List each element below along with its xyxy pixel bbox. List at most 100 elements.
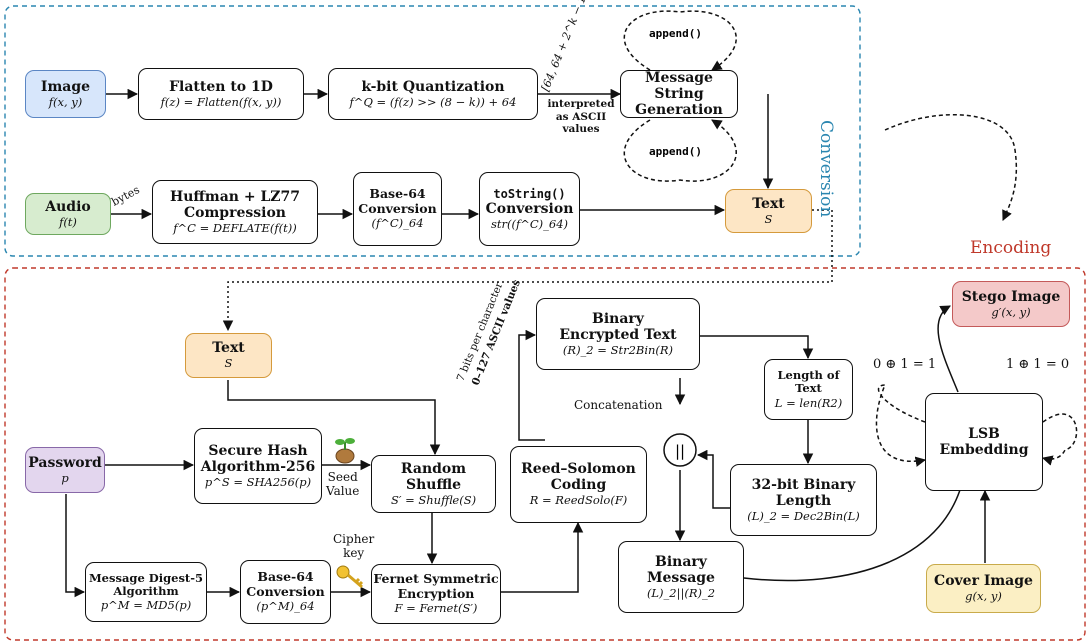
base64b-node[interactable]: Base-64 Conversion (p^M)_64 [240,560,331,624]
arrow-fernet-reedsolo [501,521,584,593]
cipher-line-2: key [343,546,365,561]
image-node[interactable]: Image f(x, y) [25,70,106,118]
ascii-line-3: values [562,123,600,136]
huffman-formula: f^C = DEFLATE(f(t)) [173,220,297,235]
password-node[interactable]: Password p [25,447,105,493]
binenc-formula: (R)_2 = Str2Bin(R) [562,342,674,357]
cover-node[interactable]: Cover Image g(x, y) [926,564,1041,613]
arrow-lsb-stego [937,305,959,393]
reedsolo-node[interactable]: Reed–Solomon Coding R = ReedSolo(F) [510,446,647,523]
binlen-formula: (L)_2 = Dec2Bin(L) [747,508,860,523]
huffman-title-1: Huffman + LZ77 [170,188,300,205]
append-top-label: append() [649,27,702,40]
range-label: [64, 64 + 2^k − 1] [539,0,591,93]
lentext-title-1: Length of [777,368,840,383]
binenc-title-1: Binary [592,310,644,327]
append-bottom-label: append() [649,145,702,158]
text-top-title: Text [752,195,785,212]
password-title: Password [28,454,102,471]
conversion-label: Conversion [816,120,836,218]
audio-formula: f(t) [59,214,77,229]
md5-formula: p^M = MD5(p) [100,598,192,613]
cover-formula: g(x, y) [965,589,1002,604]
binenc-node[interactable]: Binary Encrypted Text (R)_2 = Str2Bin(R) [536,298,700,370]
binlen-node[interactable]: 32-bit Binary Length (L)_2 = Dec2Bin(L) [730,464,877,536]
fernet-title-2: Encryption [397,585,475,601]
arrow-text-shuffle [227,380,441,456]
audio-title: Audio [45,198,91,215]
msgstr-node[interactable]: Message String Generation [620,70,738,118]
binmsg-node[interactable]: Binary Message (L)_2||(R)_2 [618,541,744,613]
stego-title: Stego Image [961,288,1061,305]
binlen-title-2: Length [775,492,832,509]
seed-label: Seed Value [326,470,359,499]
stego-node[interactable]: Stego Image g′(x, y) [952,281,1070,327]
append-loop-top [623,10,737,71]
binmsg-title-1: Binary [655,553,707,570]
base64b-title-2: Conversion [246,583,325,599]
lentext-formula: L = len(R2) [774,395,843,410]
huffman-title-2: Compression [184,204,286,221]
base64a-formula: (f^C)_64 [371,216,424,231]
binmsg-title-2: Message [647,569,715,586]
sha-node[interactable]: Secure Hash Algorithm-256 p^S = SHA256(p… [194,428,322,504]
arrow-reedsolo-binenc [518,329,545,441]
text-mid-formula: S [224,356,233,371]
base64b-title-1: Base-64 [257,569,314,585]
image-formula: f(x, y) [48,94,83,109]
lsb-node[interactable]: LSB Embedding [925,393,1043,491]
seed-icon [335,438,355,464]
quant-formula: f^Q = (f(z) >> (8 − k)) + 64 [349,94,517,109]
audio-node[interactable]: Audio f(t) [25,193,111,235]
reedsolo-formula: R = ReedSolo(F) [529,493,628,508]
msgstr-title-1: Message String [645,69,713,102]
text-top-node[interactable]: Text S [725,189,812,233]
text-mid-node[interactable]: Text S [185,333,272,378]
stego-formula: g′(x, y) [991,304,1031,319]
shuffle-formula: S′ = Shuffle(S) [390,492,477,507]
base64b-formula: (p^M)_64 [256,599,315,614]
sha-formula: p^S = SHA256(p) [204,474,312,489]
sha-title-2: Algorithm-256 [200,458,316,475]
text-mid-title: Text [212,340,245,357]
fernet-title-1: Fernet Symmetric [373,571,499,587]
flatten-formula: f(z) = Flatten(f(x, y)) [160,94,282,109]
quant-node[interactable]: k-bit Quantization f^Q = (f(z) >> (8 − k… [328,68,538,120]
append-loop-bottom [623,119,737,182]
xor-left-label: 0 ⊕ 1 = 1 [873,357,937,372]
quant-title: k-bit Quantization [361,78,505,95]
lentext-node[interactable]: Length of Text L = len(R2) [764,359,853,420]
bytes-label: bytes [109,183,142,209]
lentext-title-2: Text [795,381,822,396]
concat-node [663,433,697,467]
xor-loop-right [1041,413,1078,466]
huffman-node[interactable]: Huffman + LZ77 Compression f^C = DEFLATE… [152,180,318,244]
tostring-title-2: Conversion [485,200,574,217]
md5-title-2: Algorithm [113,583,179,598]
binenc-title-2: Encrypted Text [559,326,677,343]
text-top-formula: S [764,211,773,226]
base64a-title-2: Conversion [358,200,437,216]
ascii-line-2: as ASCII [555,110,607,123]
flatten-title: Flatten to 1D [169,78,273,95]
fernet-node[interactable]: Fernet Symmetric Encryption F = Fernet(S… [371,564,501,624]
tostring-formula: str((f^C)_64) [490,216,569,231]
shuffle-node[interactable]: Random Shuffle S′ = Shuffle(S) [371,455,496,513]
shuffle-title-2: Shuffle [405,476,461,493]
tostring-node[interactable]: toString() Conversion str((f^C)_64) [479,172,580,246]
arrow-binlen-concat [696,449,730,509]
base64a-node[interactable]: Base-64 Conversion (f^C)_64 [353,172,442,246]
xor-loop-left [875,384,927,467]
binlen-title-1: 32-bit Binary [751,476,856,493]
flatten-node[interactable]: Flatten to 1D f(z) = Flatten(f(x, y)) [138,68,304,120]
key-icon [336,565,364,589]
seed-line-1: Seed [327,470,358,484]
cover-title: Cover Image [934,573,1033,590]
encoding-label: Encoding [970,238,1052,258]
md5-node[interactable]: Message Digest-5 Algorithm p^M = MD5(p) [85,562,207,622]
reedsolo-title-1: Reed–Solomon [521,461,636,478]
encoding-region [4,267,1086,641]
seed-line-2: Value [326,484,360,499]
